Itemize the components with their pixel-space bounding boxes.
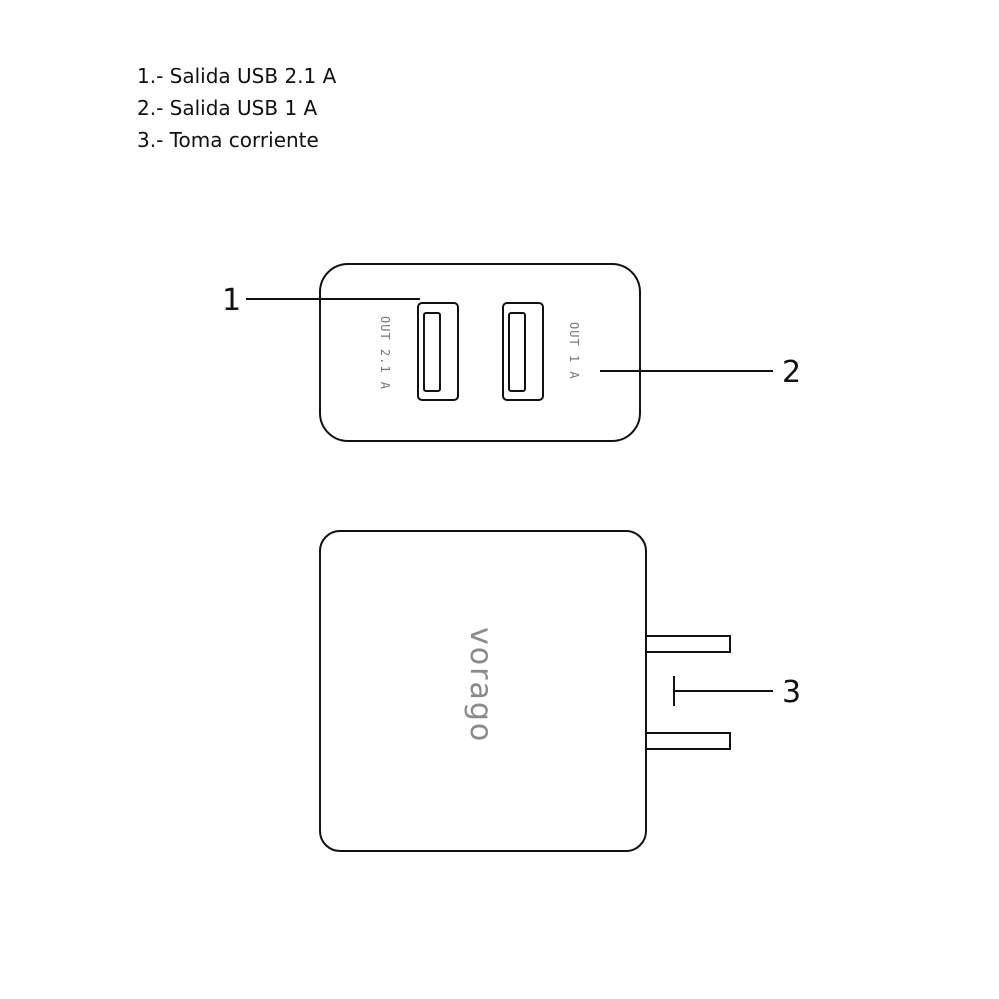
usb-port-2-1a (417, 302, 459, 401)
legend-item-usb-1a: 2.- Salida USB 1 A (137, 96, 318, 120)
legend-item-usb-2-1a: 1.- Salida USB 2.1 A (137, 64, 337, 88)
callout-number-1: 1 (222, 283, 241, 318)
port-label-2-1a: OUT 2.1 A (378, 316, 392, 390)
charger-side-view (319, 530, 647, 852)
callout-number-2: 2 (782, 355, 801, 390)
usb-port-1a (502, 302, 544, 401)
legend-item-power-plug: 3.- Toma corriente (137, 128, 319, 152)
plug-prong-bottom (646, 732, 731, 750)
port-label-1a: OUT 1 A (567, 322, 581, 380)
callout-number-3: 3 (782, 675, 801, 710)
legend: 1.- Salida USB 2.1 A 2.- Salida USB 1 A … (137, 60, 336, 156)
charger-top-view (319, 263, 641, 442)
brand-logo: vorago (463, 627, 498, 743)
plug-prong-top (646, 635, 731, 653)
